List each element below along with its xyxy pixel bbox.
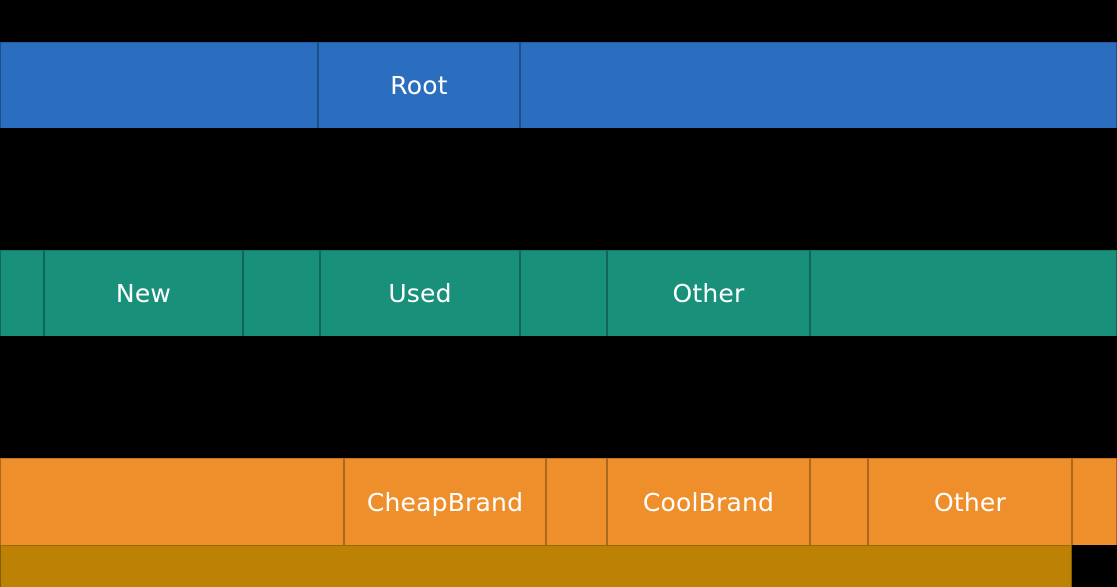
icicle-node-label: Root (390, 71, 448, 100)
icicle-node-unlabeled[interactable] (0, 545, 1072, 587)
icicle-node-other[interactable]: Other (607, 250, 810, 336)
icicle-node-unlabeled[interactable] (0, 250, 44, 336)
icicle-node-used[interactable]: Used (320, 250, 520, 336)
icicle-node-other[interactable]: Other (868, 458, 1072, 545)
icicle-node-label: New (115, 279, 172, 308)
icicle-node-unlabeled[interactable] (810, 458, 868, 545)
icicle-node-unlabeled[interactable] (0, 42, 318, 128)
icicle-node-unlabeled[interactable] (243, 250, 320, 336)
icicle-node-unlabeled[interactable] (546, 458, 607, 545)
icicle-node-unlabeled[interactable] (810, 250, 1117, 336)
icicle-node-label: Used (388, 279, 452, 308)
icicle-node-label: Other (672, 279, 745, 308)
icicle-level-category-level: New Used Other (0, 250, 1117, 336)
icicle-node-label: CoolBrand (642, 487, 775, 517)
icicle-node-unlabeled[interactable] (0, 458, 344, 545)
icicle-node-unlabeled[interactable] (520, 250, 607, 336)
icicle-node-root[interactable]: Root (318, 42, 520, 128)
icicle-node-unlabeled[interactable] (520, 42, 1117, 128)
icicle-node-unlabeled[interactable] (1072, 458, 1117, 545)
icicle-node-label: CheapBrand (366, 487, 524, 517)
icicle-level-brand-level: CheapBrand CoolBrand Other (0, 458, 1117, 545)
icicle-level-root-level: Root (0, 42, 1117, 128)
icicle-node-coolbrand[interactable]: CoolBrand (607, 458, 810, 545)
icicle-level-leaf-level (0, 545, 1117, 587)
icicle-node-label: Other (934, 487, 1006, 517)
icicle-node-new[interactable]: New (44, 250, 243, 336)
icicle-node-cheapbrand[interactable]: CheapBrand (344, 458, 546, 545)
